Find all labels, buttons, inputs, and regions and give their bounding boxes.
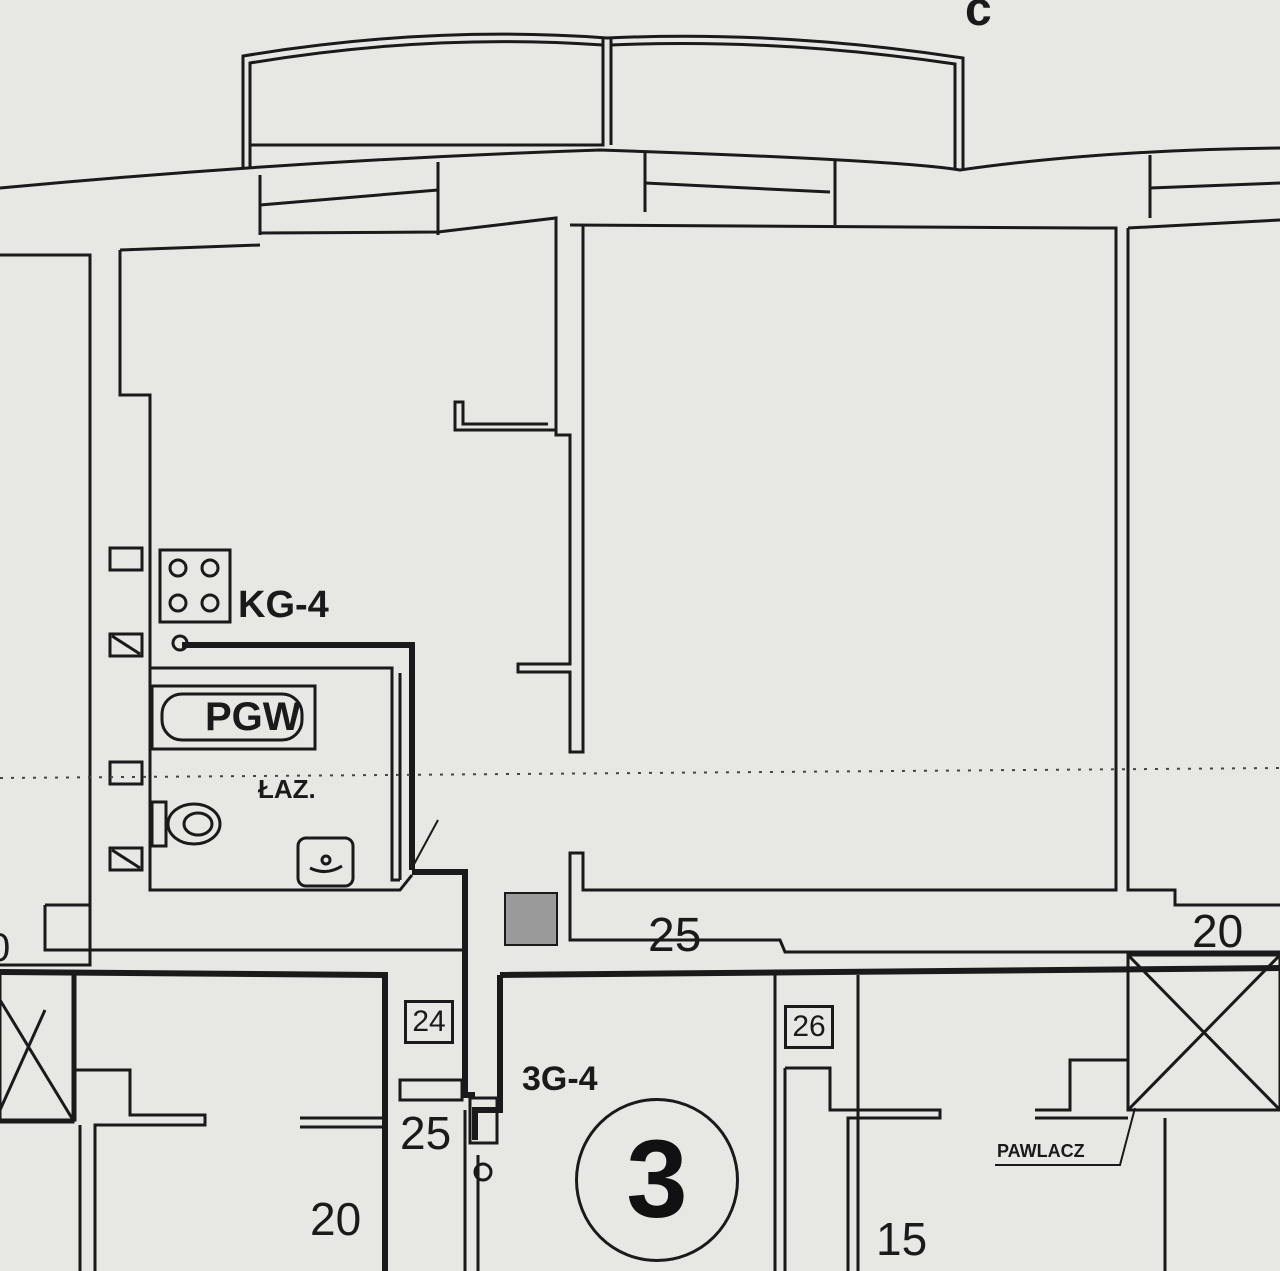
boxed-number-24: 24 [404, 1000, 454, 1044]
door-swing-icon [411, 819, 439, 869]
balcony-outline [241, 32, 965, 170]
kg4-label: KG-4 [238, 584, 329, 626]
wall-middle-room [568, 223, 1280, 954]
wall-left-room [0, 253, 92, 967]
dimension-25-lower: 25 [400, 1107, 452, 1159]
bathroom-label: ŁAZ. [258, 774, 316, 804]
dimension-15: 15 [876, 1213, 928, 1265]
corridor-wall [0, 969, 388, 1271]
stove-icon [158, 548, 232, 652]
boxed-number-26: 26 [784, 1005, 834, 1049]
vent-icon [108, 546, 144, 872]
exterior-wall [0, 146, 1280, 190]
bathtub-icon [150, 684, 317, 751]
meter-box [504, 892, 558, 946]
dimension-20-lower-left: 20 [310, 1193, 362, 1245]
dimension-partial-left: 0 [0, 928, 10, 968]
pawlacz-label: PAWLACZ [997, 1141, 1085, 1161]
sink-icon [296, 836, 355, 888]
sheet-letter: c [965, 0, 992, 36]
bathroom-wall [182, 642, 415, 870]
dimension-25-corridor: 25 [648, 909, 702, 962]
vent-shaft-right [1126, 953, 1280, 1112]
apartment-number: 3 [575, 1098, 739, 1262]
dimension-20-right: 20 [1192, 905, 1244, 957]
pgw-label: PGW [205, 695, 301, 739]
gas-riser-icon [468, 1096, 499, 1182]
vent-shaft-left [0, 970, 75, 1124]
toilet-icon [150, 800, 222, 848]
riser-3g4-label: 3G-4 [522, 1060, 598, 1098]
